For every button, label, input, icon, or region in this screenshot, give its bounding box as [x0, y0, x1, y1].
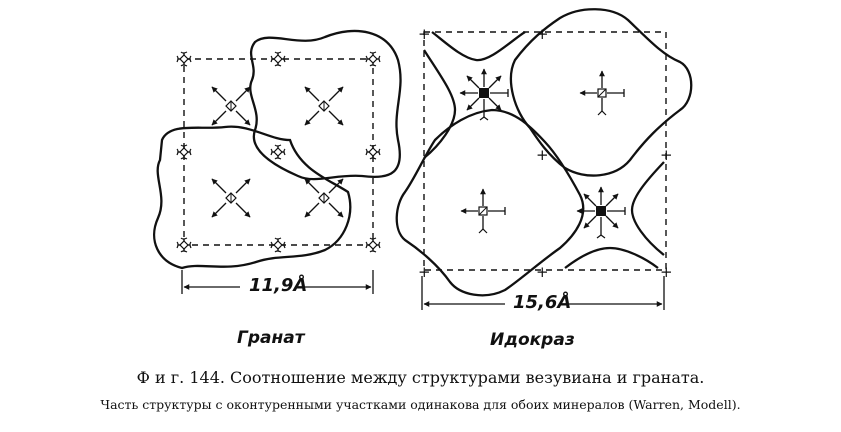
garnet-structure — [153, 29, 402, 294]
garnet-dimension-line — [181, 270, 374, 294]
vesuvianite-cusp-bottom-right — [564, 246, 659, 269]
svg-text:+: + — [660, 146, 673, 164]
vesuvianite-structure: + + + + + + + — [395, 8, 693, 310]
vesuvianite-dimension-label: 15,6Å — [513, 292, 572, 313]
vesuvianite-lobe-upper-right — [509, 8, 693, 177]
svg-text:+: + — [536, 146, 549, 164]
garnet-outline-lower — [153, 125, 352, 270]
svg-text:+: + — [536, 25, 549, 43]
garnet-outline-upper — [249, 29, 402, 181]
svg-text:+: + — [418, 25, 431, 43]
structure-diagram: + + + + + + + — [153, 8, 693, 310]
svg-text:+: + — [536, 263, 549, 281]
vesuvianite-cusp-right-lower — [630, 161, 665, 256]
svg-text:+: + — [418, 263, 431, 281]
svg-text:+: + — [660, 263, 673, 281]
vesuvianite-name-label: Идокраз — [490, 330, 575, 350]
figure-caption-title: Ф и г. 144. Соотношение между структурам… — [136, 368, 705, 387]
vesuvianite-unit-cell — [423, 31, 667, 271]
garnet-name-label: Гранат — [237, 328, 305, 348]
vesuvianite-cusp-left-upper — [423, 49, 457, 159]
garnet-dimension-label: 11,9Å — [249, 275, 308, 296]
figure-caption-note: Часть структуры с оконтуренными участкам… — [100, 397, 741, 412]
vesuvianite-cusp-top-left — [431, 31, 526, 62]
vesuvianite-lobe-lower-left — [395, 108, 585, 297]
vesuvianite-dimension-line — [421, 276, 665, 310]
